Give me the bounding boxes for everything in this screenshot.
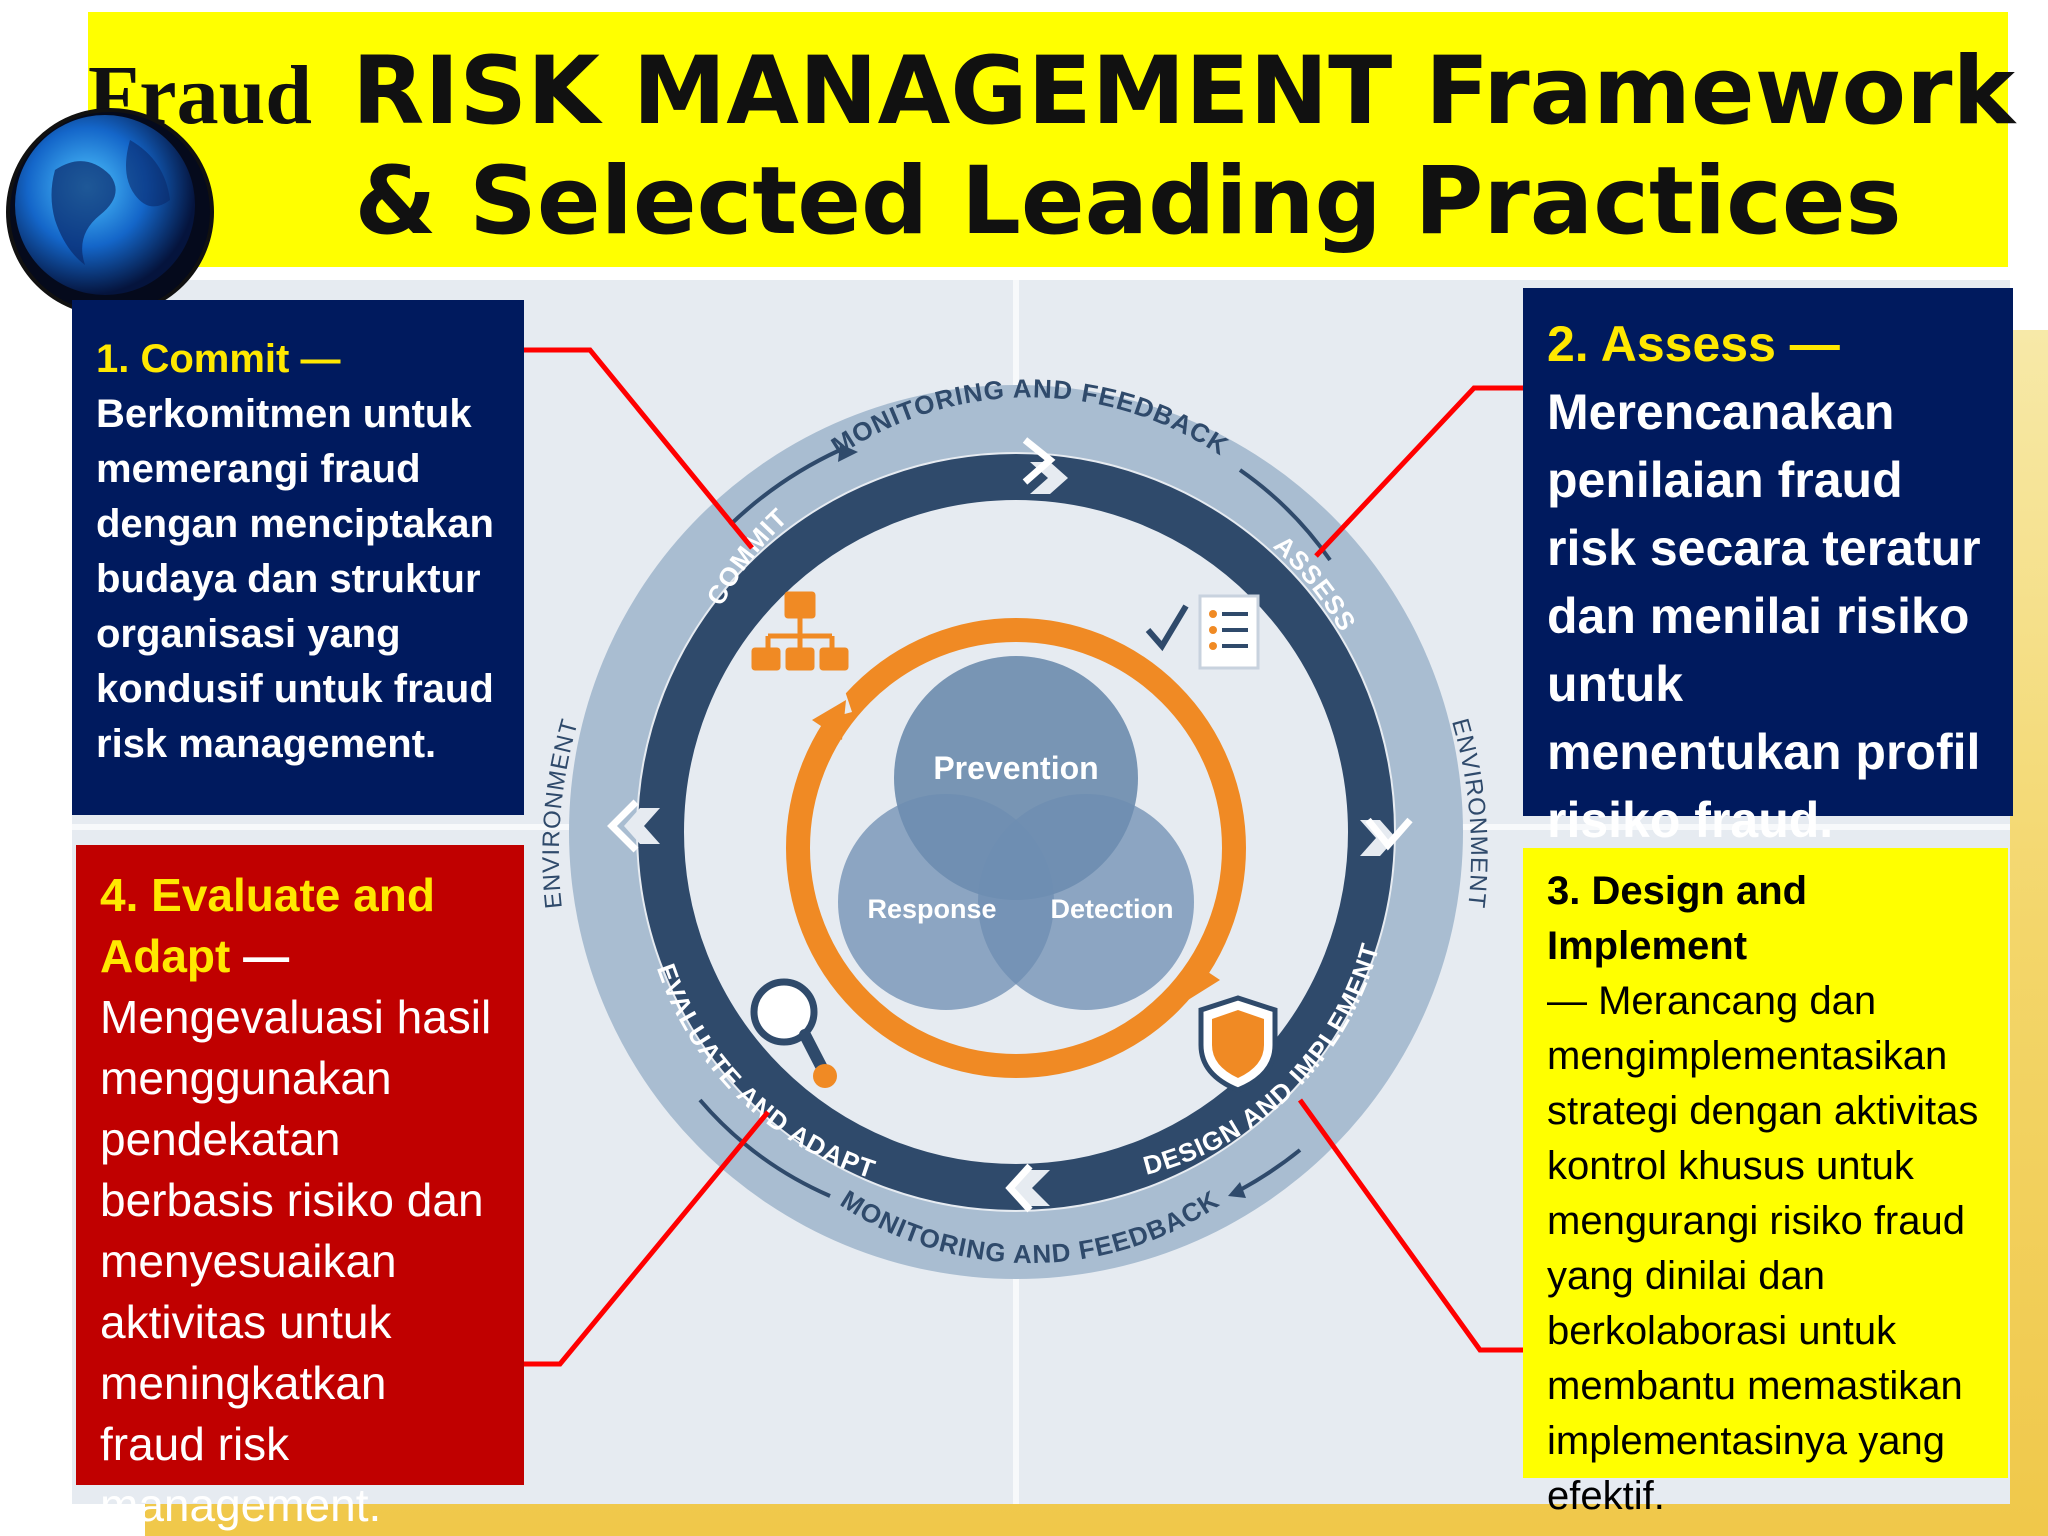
assess-box: 2. Assess — Merencanakan penilaian fraud… [1523,288,2013,848]
orange-cycle-ring [786,618,1246,1078]
connector-commit [524,347,754,550]
design-heading: 3. Design and Implement [1547,869,1808,968]
venn-prevention-label: Prevention [933,750,1098,786]
venn-response-label: Response [867,894,996,924]
evaluate-box: 4. Evaluate and Adapt — Mengevaluasi has… [76,845,524,1531]
connector-design [1297,1098,1523,1353]
design-body: — Merancang dan mengimplementasikan stra… [1547,979,1979,1518]
commit-heading: 1. Commit — [96,337,341,381]
assess-heading: 2. Assess — [1547,316,1840,372]
connector-evaluate [524,1110,770,1367]
connector-assess [1314,385,1523,558]
globe-icon [6,108,214,316]
feedback-line-left [698,1098,831,1198]
evaluate-heading: 4. Evaluate and Adapt [100,869,435,982]
checklist-icon [1145,594,1260,670]
orange-arrowhead-1 [812,700,846,740]
ring-arrows [607,437,1413,1213]
commit-body: Berkomitmen untuk memerangi fraud dengan… [96,392,494,766]
connector-lines [524,347,1523,1367]
orange-arrowhead-2 [1188,960,1220,1000]
feedback-arrowhead-bottom [1228,1182,1246,1198]
commit-box: 1. Commit — Berkomitmen untuk memerangi … [72,300,524,815]
magnifier-icon [750,978,837,1088]
evaluate-body: Mengevaluasi hasil menggunakan pendekata… [100,991,492,1531]
org-chart-icon [751,591,849,671]
design-box: 3. Design and Implement — Merancang dan … [1523,848,2008,1518]
title-main: RISK MANAGEMENT Framework [352,37,2015,146]
venn-detection-label: Detection [1050,894,1173,924]
shield-icon [1198,995,1278,1093]
evaluate-heading-suffix: — [230,930,290,982]
feedback-arrow-top [728,448,841,527]
title-line-2: & Selected Leading Practices [354,147,1902,256]
venn-detection-circle [978,794,1194,1010]
assess-body: Merencanakan penilaian fraud risk secara… [1547,384,1981,848]
venn-diagram [838,656,1194,1010]
feedback-arrowhead-top [838,444,858,462]
